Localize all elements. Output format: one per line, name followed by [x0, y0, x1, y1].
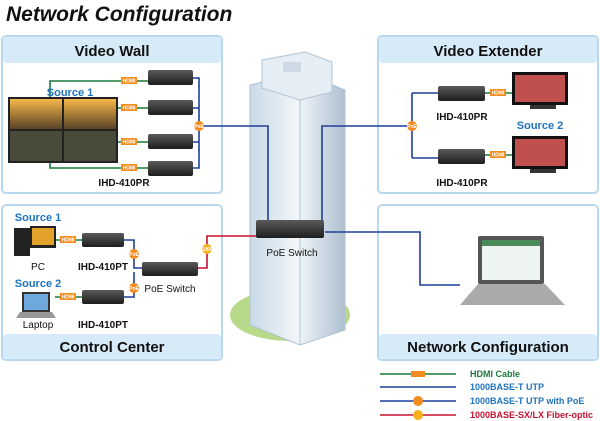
extender-device [438, 86, 485, 101]
pc-illustration [14, 226, 56, 256]
legend-label: 1000BASE-T UTP [470, 382, 544, 392]
hdmi-badge: HDMI [60, 293, 76, 301]
device-label: IHD-410PT [78, 320, 128, 331]
laptop-label: Laptop [23, 320, 54, 331]
hdmi-badge: HDMI [490, 89, 506, 97]
tv-monitors [512, 72, 568, 173]
source-label: Source 2 [517, 120, 563, 132]
device-label: IHD-410PR [98, 178, 150, 189]
svg-text:HDMI: HDMI [123, 166, 136, 172]
svg-text:1000: 1000 [201, 247, 212, 253]
svg-text:HDMI: HDMI [123, 106, 136, 112]
svg-text:HDMI: HDMI [123, 140, 136, 146]
svg-text:HDMI: HDMI [62, 238, 75, 244]
svg-text:PoE: PoE [194, 124, 204, 130]
panel-video-extender: Video Extender [377, 35, 599, 194]
device-label: IHD-410PR [436, 178, 488, 189]
panel-control-center: Control Center [1, 204, 223, 361]
legend-label: 1000BASE-SX/LX Fiber-optic [470, 410, 593, 420]
source-label: Source 1 [15, 212, 61, 224]
extender-device [82, 290, 124, 304]
source-label: Source 1 [47, 87, 93, 99]
extender-device [148, 70, 193, 85]
hdmi-badge: HDMI [121, 164, 137, 172]
device-label: IHD-410PT [78, 262, 128, 273]
hdmi-badge: HDMI [490, 151, 506, 159]
legend-label: 1000BASE-T UTP with PoE [470, 396, 584, 406]
switch-label: PoE Switch [266, 248, 317, 259]
panel-header: Video Wall [74, 43, 149, 60]
center-poe-switch [256, 220, 324, 238]
poe-badge: PoE [129, 249, 140, 259]
hdmi-badge: HDMI [60, 236, 76, 244]
panel-header: Video Extender [434, 43, 543, 60]
poe-badge: PoE [129, 283, 140, 293]
management-laptop [460, 236, 565, 305]
legend: HDMI Cable 1000BASE-T UTP 1000BASE-T UTP… [380, 369, 593, 420]
small-poe-switch [142, 262, 198, 276]
extender-device [148, 134, 193, 149]
hdmi-badge: HDMI [121, 138, 137, 146]
panel-header: Control Center [60, 339, 165, 356]
laptop-illustration [16, 292, 56, 318]
building-illustration [230, 51, 350, 346]
extender-device [148, 100, 193, 115]
svg-text:PoE: PoE [129, 286, 139, 292]
extender-devices [82, 70, 485, 304]
page-title: Network Configuration [6, 3, 232, 26]
panel-header: Network Configuration [407, 339, 569, 356]
extender-device [438, 149, 485, 164]
pc-label: PC [31, 262, 45, 273]
svg-text:HDMI: HDMI [123, 79, 136, 85]
extender-device [148, 161, 193, 176]
source-label: Source 2 [15, 278, 61, 290]
svg-text:HDMI: HDMI [62, 295, 75, 301]
switch-label: PoE Switch [144, 284, 195, 295]
hdmi-badge: HDMI [121, 104, 137, 112]
extender-device [82, 233, 124, 247]
fiber-badge: 1000 [201, 244, 213, 254]
video-wall-screen [8, 97, 118, 163]
badges: HDMI HDMI HDMI HDMI HDMI HDMI HDMI HDMI … [60, 77, 506, 301]
device-label: IHD-410PR [436, 112, 488, 123]
svg-text:PoE: PoE [129, 252, 139, 258]
legend-label: HDMI Cable [470, 369, 520, 379]
svg-text:HDMI: HDMI [492, 153, 505, 159]
poe-badge: PoE [194, 121, 205, 131]
hdmi-badge: HDMI [121, 77, 137, 85]
svg-text:HDMI: HDMI [492, 91, 505, 97]
poe-badge: PoE [407, 121, 418, 131]
svg-text:PoE: PoE [407, 124, 417, 130]
